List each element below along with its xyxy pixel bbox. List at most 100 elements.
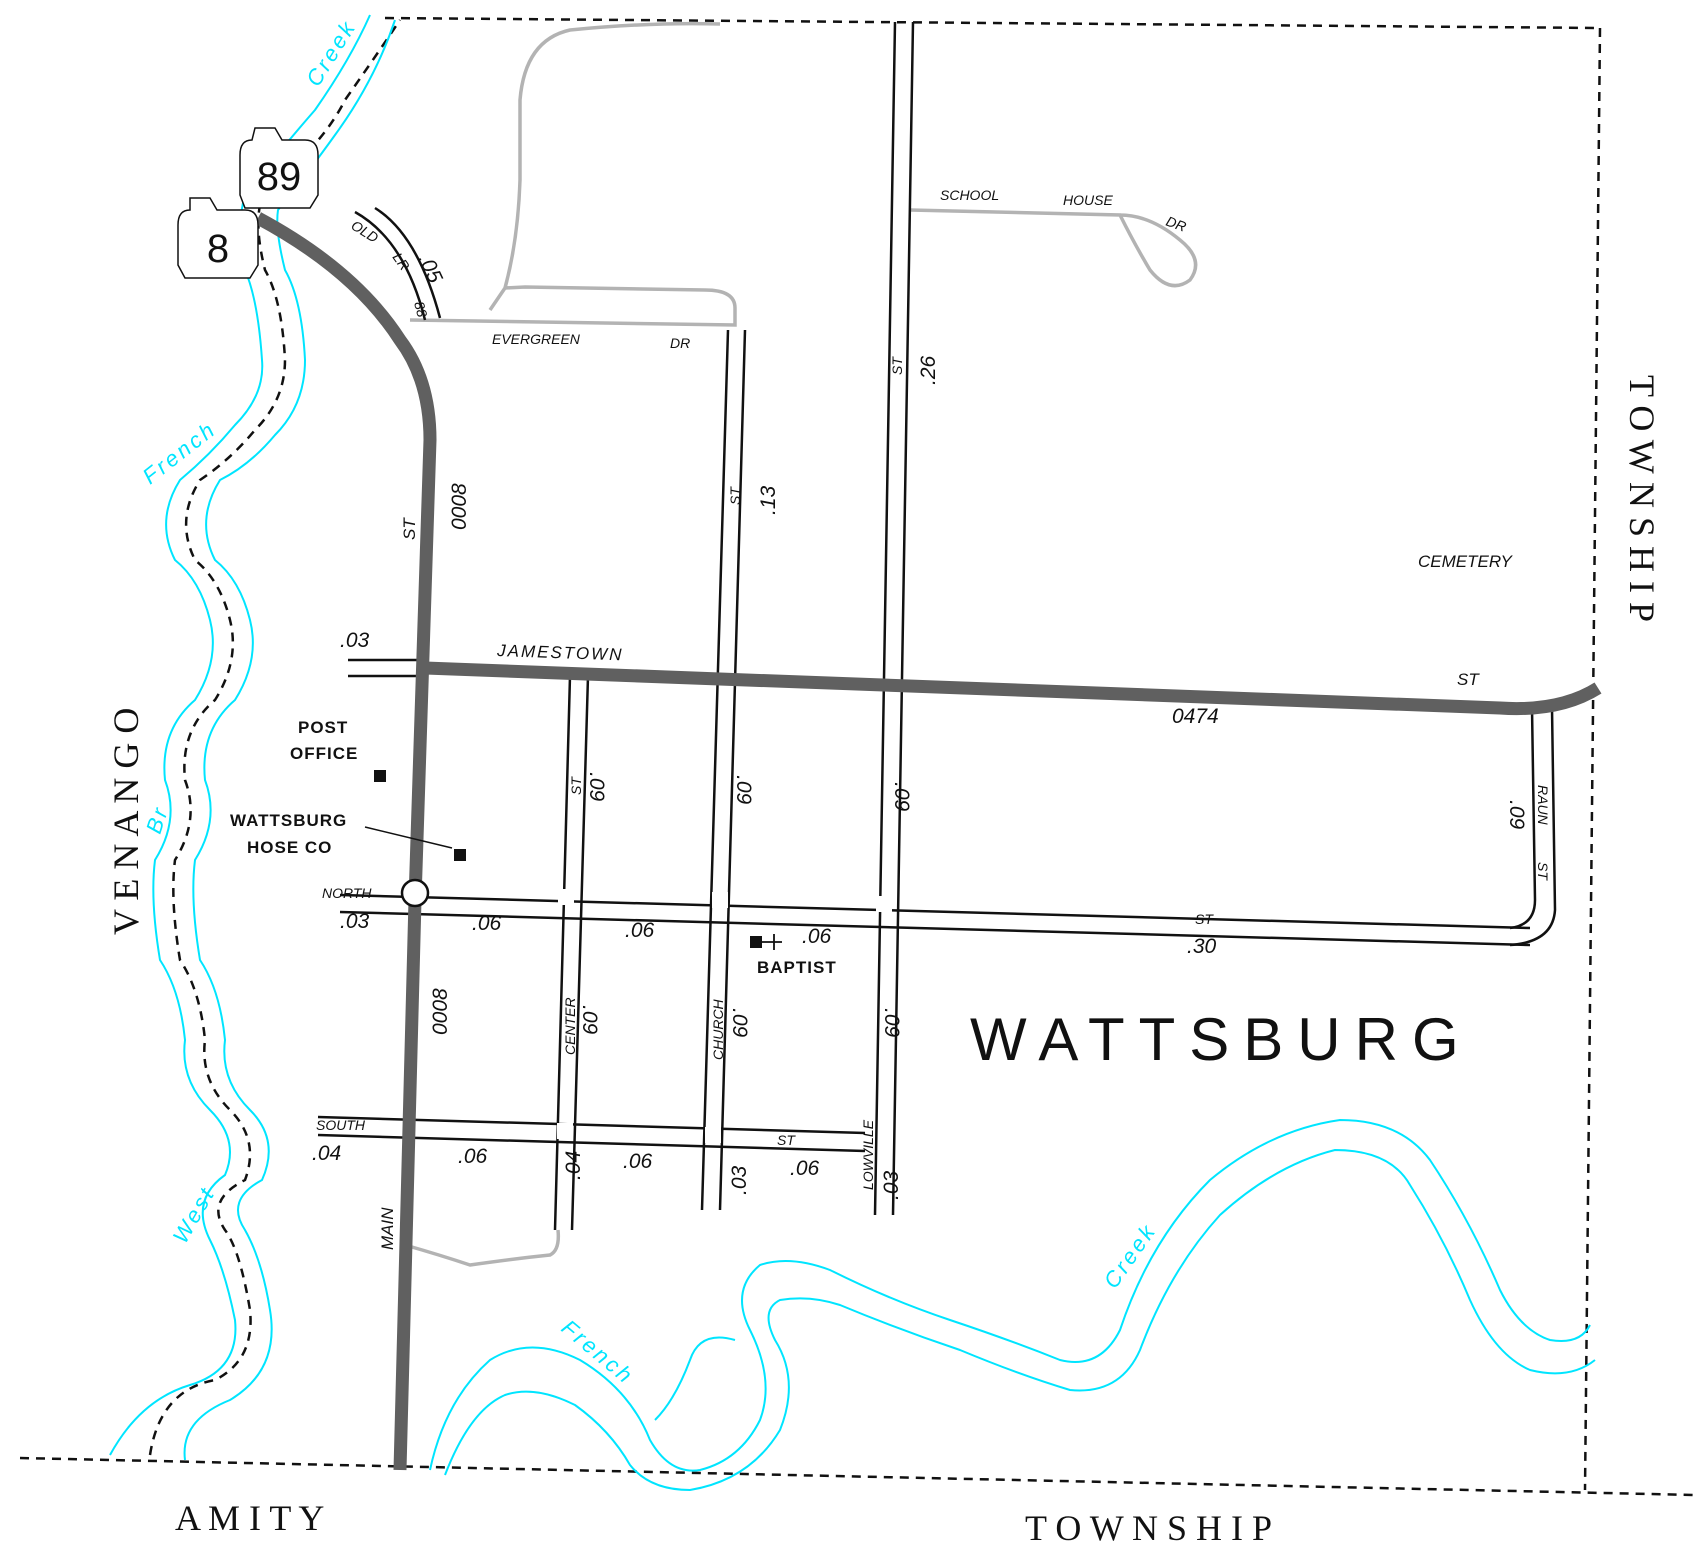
lowville-st-suffix-label: ST bbox=[889, 356, 905, 375]
state-routes bbox=[254, 212, 1602, 1471]
hose-co-marker[interactable] bbox=[454, 849, 466, 861]
shield-8-outline bbox=[177, 197, 259, 279]
west-branch-bank-b bbox=[183, 19, 396, 1461]
evergreen-dr-label: EVERGREEN bbox=[492, 331, 581, 347]
evergreen-dr-road bbox=[409, 285, 737, 327]
mileage-old-lr: .05 bbox=[413, 250, 446, 286]
school-house-dr-label: DR bbox=[1164, 213, 1188, 235]
jamestown-west-stub bbox=[348, 658, 425, 678]
jamestown-st-label: ST bbox=[1457, 670, 1480, 689]
post-office-label-line2: OFFICE bbox=[290, 744, 358, 763]
main-st-route-label-upper: 0008 bbox=[448, 483, 471, 530]
north-st-road bbox=[339, 893, 1531, 947]
post-office-marker[interactable] bbox=[374, 770, 386, 782]
mileage-south-seg1: .06 bbox=[458, 1145, 488, 1168]
knockout-center-south bbox=[557, 1123, 573, 1139]
township-line-south bbox=[19, 1456, 1695, 1497]
old-lr-lr-label: LR bbox=[390, 250, 413, 274]
private-roads bbox=[404, 21, 1198, 1267]
jamestown-label: JAMESTOWN bbox=[496, 641, 624, 664]
place-labels: POST OFFICE WATTSBURG HOSE CO BAPTIST CE… bbox=[230, 552, 1513, 977]
mileage-church-lower: .09 bbox=[728, 1008, 751, 1038]
mileage-church-south: .03 bbox=[728, 1165, 751, 1195]
mileage-jamestown-west: .03 bbox=[340, 629, 370, 652]
town-name-label: WATTSBURG bbox=[970, 1006, 1473, 1073]
cemetery-label: CEMETERY bbox=[1418, 552, 1513, 571]
creek-north-label: Creek bbox=[301, 15, 361, 91]
boundary-lines bbox=[19, 16, 1695, 1497]
baptist-label: BAPTIST bbox=[757, 958, 837, 977]
main-st-route-8[interactable] bbox=[254, 212, 437, 1471]
shield-8-number: 8 bbox=[207, 227, 229, 271]
baptist-church-marker[interactable] bbox=[750, 936, 762, 948]
mileage-south-west: .04 bbox=[312, 1142, 341, 1165]
center-st-suffix-label: ST bbox=[568, 776, 584, 795]
lowville-st-label: LOWVILLE bbox=[860, 1119, 876, 1190]
french-creek-bank-b bbox=[444, 1148, 1596, 1492]
borough-boundary-north bbox=[384, 16, 1601, 30]
knockout-church-south bbox=[705, 1127, 721, 1143]
church-st-road bbox=[700, 329, 747, 1211]
mileage-raun: .09 bbox=[1505, 800, 1528, 830]
local-roads bbox=[317, 21, 1557, 1231]
mileage-north-seg3: .06 bbox=[802, 925, 832, 948]
south-gray-connector bbox=[404, 1229, 561, 1267]
old-lr-88-road bbox=[354, 206, 442, 321]
hose-co-label-line2: HOSE CO bbox=[247, 838, 332, 857]
raun-st-road bbox=[1509, 707, 1557, 947]
south-st-suffix-label: ST bbox=[777, 1132, 796, 1148]
shield-89-outline bbox=[239, 127, 319, 209]
jamestown-route-label: 0474 bbox=[1172, 705, 1219, 728]
lowville-st-road bbox=[873, 21, 915, 1216]
raun-st-label: RAUN bbox=[1535, 785, 1551, 826]
main-st-name-label: MAIN bbox=[378, 1207, 397, 1250]
water-labels: Creek French Br West French Creek bbox=[138, 15, 1162, 1390]
main-st-route-label-lower: 0008 bbox=[429, 988, 452, 1035]
route-89-shield: 89 bbox=[239, 127, 319, 209]
township-east-label: T O W N S H I P bbox=[1622, 375, 1662, 622]
mileage-center-south: .04 bbox=[562, 1151, 585, 1180]
french-creek-bank-a bbox=[429, 1118, 1591, 1472]
street-labels: ST 0008 0008 MAIN JAMESTOWN ST 0474 NORT… bbox=[316, 187, 1551, 1250]
church-st-suffix-label: ST bbox=[727, 486, 743, 505]
mileage-north-seg2: .06 bbox=[625, 919, 655, 942]
church-st-label: CHURCH bbox=[710, 998, 726, 1060]
evergreen-loop-road bbox=[488, 21, 721, 311]
old-lr-old-label: OLD bbox=[348, 217, 381, 246]
mileage-south-seg3: .06 bbox=[790, 1157, 820, 1180]
main-north-intersection-marker bbox=[400, 878, 430, 908]
center-st-label: CENTER bbox=[562, 997, 578, 1055]
mileage-lowville-north: .26 bbox=[917, 355, 940, 385]
mileage-lowville-upper: .09 bbox=[890, 782, 913, 812]
knockout-lowville-north bbox=[876, 896, 892, 912]
mileage-center-upper: .09 bbox=[585, 772, 608, 802]
mileage-north-east: .30 bbox=[1187, 935, 1217, 958]
knockout-church-north bbox=[712, 892, 728, 908]
township-south-left-label: A M I T Y bbox=[175, 1498, 324, 1538]
school-house-dr-road bbox=[909, 208, 1198, 288]
intersection-knockouts bbox=[557, 889, 892, 1143]
main-st-label: ST bbox=[400, 517, 419, 540]
mileage-north-seg1: .06 bbox=[472, 912, 502, 935]
south-st-label: SOUTH bbox=[316, 1117, 366, 1133]
mileage-south-seg2: .06 bbox=[623, 1150, 653, 1173]
borough-boundary-east bbox=[1583, 27, 1602, 1491]
hose-co-leader-line bbox=[364, 826, 453, 849]
center-st-road bbox=[553, 675, 590, 1231]
jamestown-st-route[interactable] bbox=[424, 661, 1602, 716]
mileage-lowville-lower: .09 bbox=[880, 1008, 903, 1038]
borough-boundary-west bbox=[148, 19, 402, 1456]
township-west-label: V E N A N G O bbox=[106, 708, 146, 935]
knockout-center-north bbox=[558, 889, 574, 905]
house-label: HOUSE bbox=[1063, 192, 1113, 208]
mileage-north-west: .03 bbox=[340, 910, 370, 933]
evergreen-dr-suffix-label: DR bbox=[670, 335, 690, 351]
french-creek-french-label: French bbox=[557, 1315, 639, 1390]
township-south-right-label: T O W N S H I P bbox=[1025, 1508, 1272, 1548]
west-branch-west-label: West bbox=[168, 1182, 221, 1248]
north-st-label: NORTH bbox=[322, 885, 372, 901]
mileage-lowville-south: .03 bbox=[880, 1170, 903, 1200]
mileage-church-upper: .09 bbox=[732, 775, 755, 805]
french-creek-shore-nw bbox=[654, 1336, 736, 1421]
